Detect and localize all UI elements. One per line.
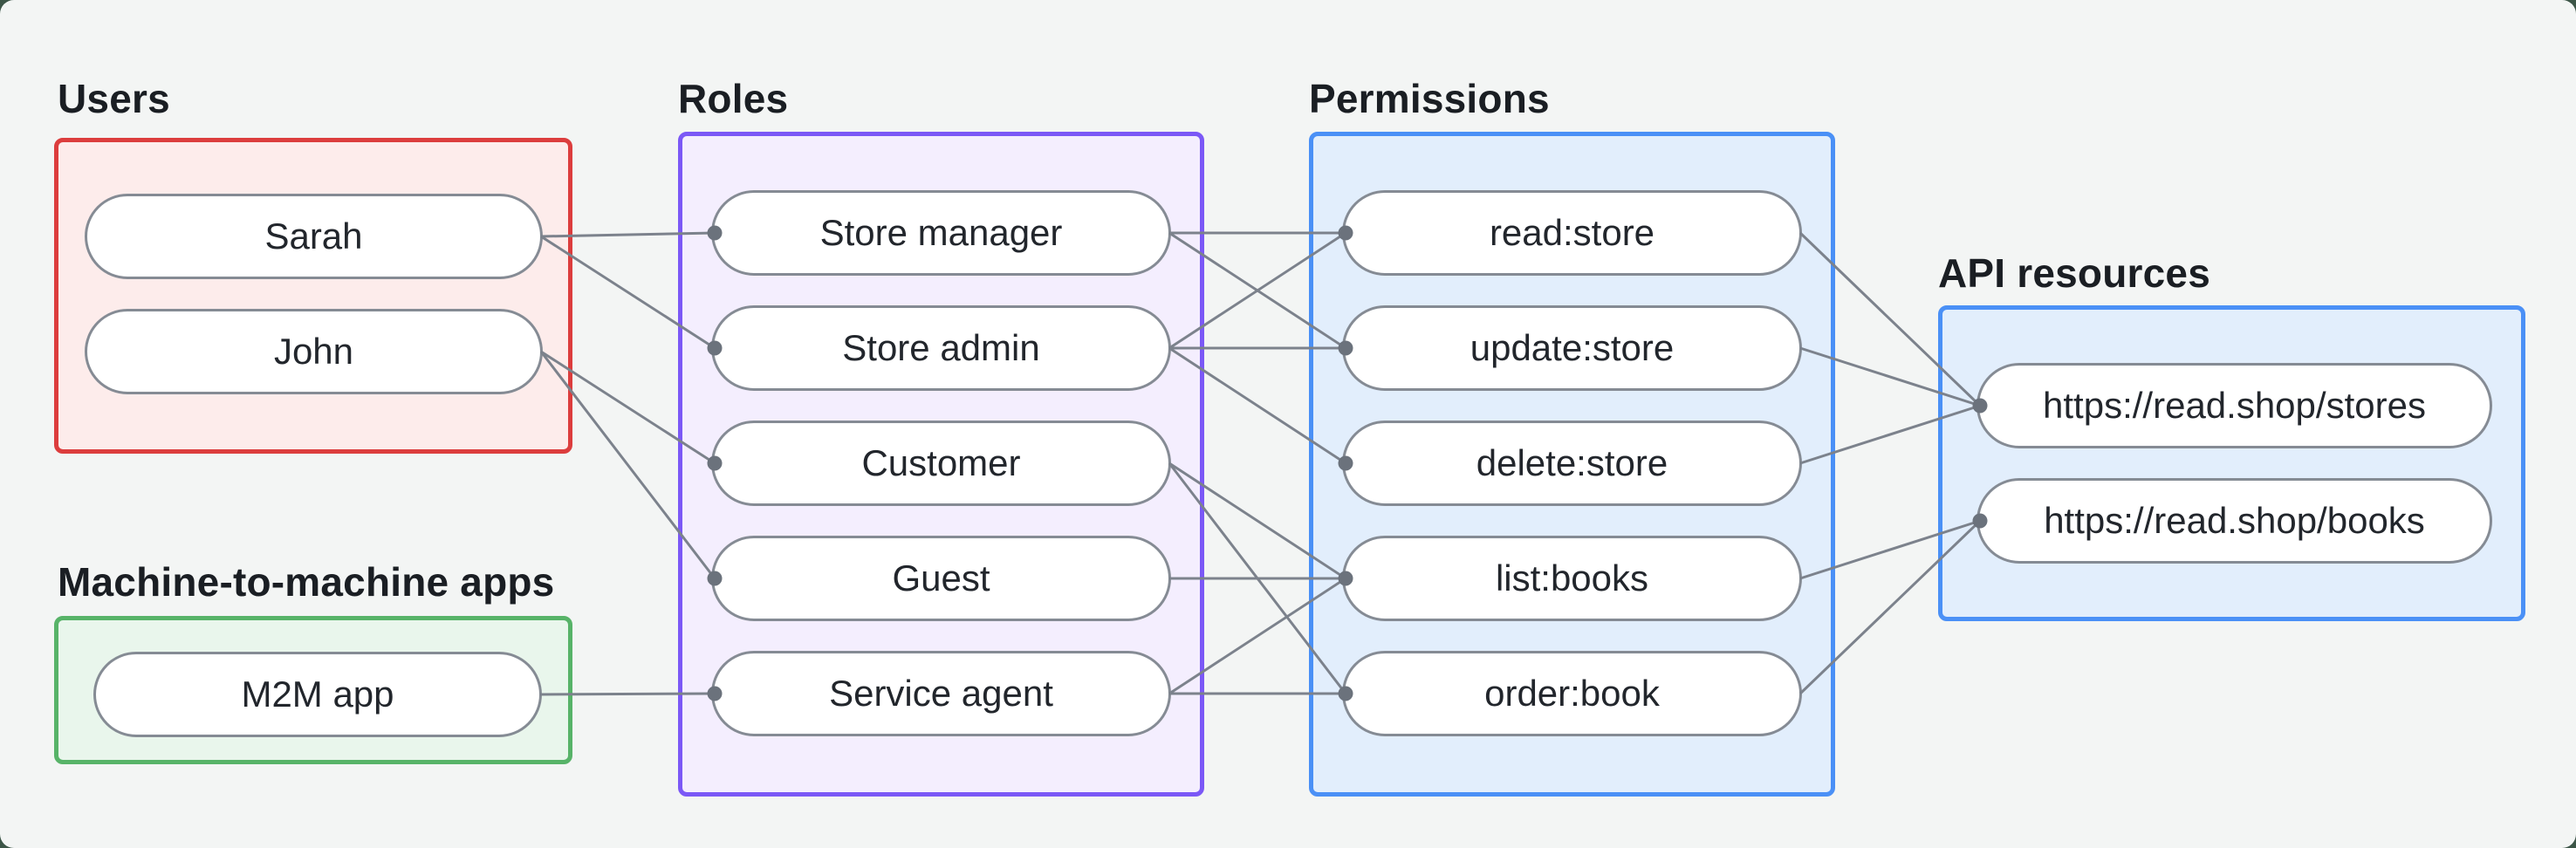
node-role-customer: Customer	[711, 421, 1171, 506]
node-m2m-app: M2M app	[93, 652, 542, 737]
node-permission-update-store: update:store	[1342, 305, 1802, 391]
node-role-service-agent: Service agent	[711, 651, 1171, 736]
node-permission-delete-store: delete:store	[1342, 421, 1802, 506]
m2m-apps-section-label: Machine-to-machine apps	[58, 559, 555, 605]
users-group-box	[54, 138, 572, 454]
roles-section-label: Roles	[678, 76, 789, 121]
api-resources-section-label: API resources	[1938, 250, 2210, 296]
node-role-guest: Guest	[711, 536, 1171, 621]
node-permission-list-books: list:books	[1342, 536, 1802, 621]
node-role-store-manager: Store manager	[711, 190, 1171, 276]
node-user-sarah: Sarah	[85, 194, 543, 279]
node-permission-order-book: order:book	[1342, 651, 1802, 736]
node-permission-read-store: read:store	[1342, 190, 1802, 276]
node-user-john: John	[85, 309, 543, 394]
node-api-resource-stores: https://read.shop/stores	[1977, 363, 2492, 448]
permissions-section-label: Permissions	[1309, 76, 1550, 121]
users-section-label: Users	[58, 76, 170, 121]
node-role-store-admin: Store admin	[711, 305, 1171, 391]
api-resources-group-box	[1938, 305, 2525, 621]
node-api-resource-books: https://read.shop/books	[1977, 478, 2492, 564]
